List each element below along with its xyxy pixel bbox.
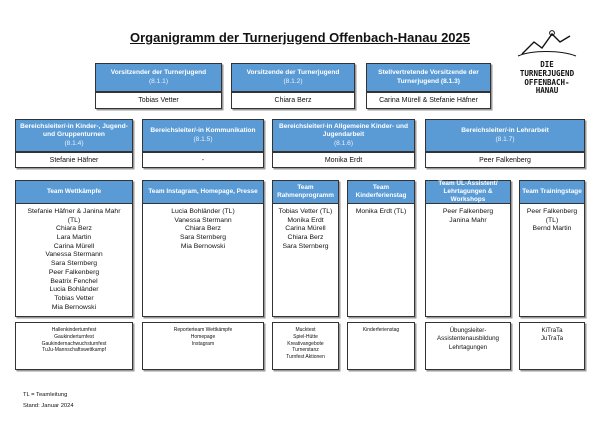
activities-competitions: Hallenkinderturnfest Gaukinderturnfest G… (15, 322, 133, 370)
team-kids-holiday-day: Team Kinderferienstag Monika Erdt (TL) (347, 180, 415, 317)
team-assistant-trainings-workshops: Team ÜL-Assistent/ Lehrtagungen & Worksh… (425, 180, 511, 317)
team-members: Tobias Vetter (TL) Monika Erdt Carina Mü… (278, 208, 333, 250)
team-title: Team Rahmenprogramm (273, 181, 338, 204)
division-communication-header: Bereichsleiter/-in Kommunikation (8.1.5) (142, 119, 264, 152)
division-youth-gymnastics-person: Stefanie Häfner (15, 152, 133, 168)
gymnast-sketch-icon (517, 30, 577, 57)
division-youth-work-header: Bereichsleiter/-in Allgemeine Kinder- un… (272, 119, 415, 152)
page-title: Organigramm der Turnerjugend Offenbach-H… (130, 30, 470, 45)
board-chair-1-header: Vorsitzender der Turnerjugend (8.1.1) (95, 63, 222, 92)
team-members: Peer Falkenberg (TL) Bernd Martin (526, 208, 578, 233)
team-title: Team Trainingstage (520, 181, 584, 204)
activities-training-days: KiTraTa JuTraTa (519, 322, 585, 370)
team-competitions: Team Wettkämpfe Stefanie Häfner & Janina… (15, 180, 133, 317)
team-training-days: Team Trainingstage Peer Falkenberg (TL) … (519, 180, 585, 317)
team-members: Lucia Bohländer (TL) Vanessa Stermann Ch… (171, 208, 235, 250)
activities-supporting-program: Mucktest Spiel-Hütte Kreativangebote Tur… (272, 322, 339, 370)
logo-line: HANAU (535, 86, 559, 96)
team-title: Team Instagram, Homepage, Presse (143, 181, 263, 204)
division-teaching-person: Peer Falkenberg (425, 152, 585, 168)
board-deputy-header: Stellvertretende Vorsitzende der Turnerj… (366, 63, 491, 92)
legend-note: TL = Teamleitung (23, 392, 68, 398)
team-members: Stefanie Häfner & Janina Mahr (TL) Chiar… (27, 208, 121, 311)
team-title: Team Kinderferienstag (348, 181, 414, 204)
team-title: Team ÜL-Assistent/ Lehrtagungen & Worksh… (426, 180, 510, 204)
activities-instagram-homepage-press: Reporterteam Wettkämpfe Homepage Instagr… (142, 322, 264, 370)
logo-line: TURNERJUGEND (519, 68, 575, 78)
board-chair-2-header: Vorsitzende der Turnerjugend (8.1.2) (231, 63, 355, 92)
board-chair-1-person: Tobias Vetter (95, 92, 222, 109)
activities-assistant-trainings: Übungsleiter- Assistentenausbildung Lehr… (425, 322, 511, 370)
division-communication-person: - (142, 152, 264, 168)
board-deputy-person: Carina Mürell & Stefanie Häfner (366, 92, 491, 109)
team-supporting-program: Team Rahmenprogramm Tobias Vetter (TL) M… (272, 180, 339, 317)
team-title: Team Wettkämpfe (16, 181, 132, 204)
division-teaching-header: Bereichsleiter/-in Lehrarbeit (8.1.7) (425, 119, 585, 152)
team-members: Peer Falkenberg Janina Mahr (442, 208, 494, 224)
division-youth-work-person: Monika Erdt (272, 152, 415, 168)
logo-line: OFFENBACH- (524, 77, 570, 87)
team-instagram-homepage-press: Team Instagram, Homepage, Presse Lucia B… (142, 180, 264, 317)
team-members: Monika Erdt (TL) (355, 208, 407, 215)
organization-logo: DIE TURNERJUGEND OFFENBACH- HANAU (512, 28, 582, 104)
revision-date: Stand: Januar 2024 (23, 403, 74, 409)
logo-line: DIE (540, 59, 554, 69)
activities-kids-holiday-day: Kinderferienstag (347, 322, 415, 370)
board-chair-2-person: Chiara Berz (231, 92, 355, 109)
division-youth-gymnastics-header: Bereichsleiter/-in Kinder-, Jugend- und … (15, 119, 133, 152)
